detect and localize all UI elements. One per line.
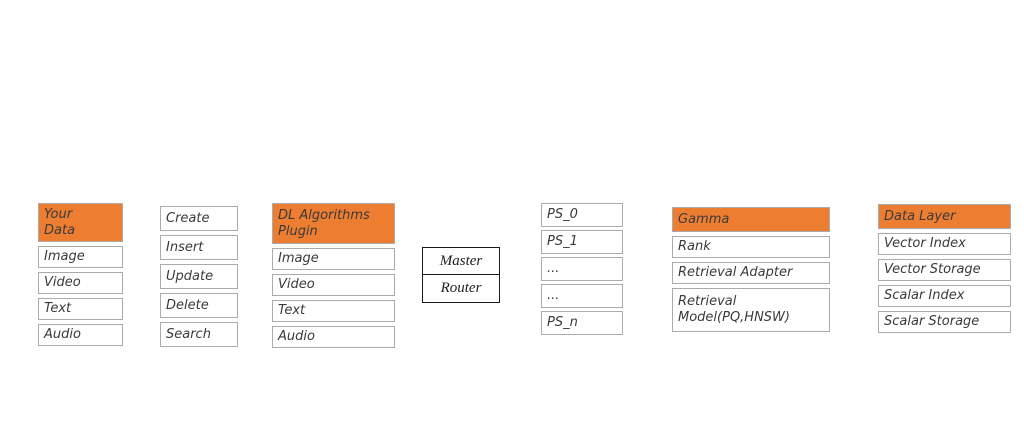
ps-row-0: PS_0	[541, 203, 623, 227]
your-data-header: Your Data	[38, 203, 123, 242]
gamma-row-retrieval-model: Retrieval Model(PQ,HNSW)	[672, 288, 830, 332]
dl-plugin-row-text: Text	[272, 300, 395, 322]
your-data-row-text: Text	[38, 298, 123, 320]
crud-row-insert: Insert	[160, 235, 238, 260]
dl-plugin-row-image: Image	[272, 248, 395, 270]
your-data-table: Your Data Image Video Text Audio	[38, 203, 123, 346]
dl-plugin-row-audio: Audio	[272, 326, 395, 348]
crud-row-search: Search	[160, 322, 238, 347]
gamma-row-rank: Rank	[672, 236, 830, 258]
data-layer-row-vector-index: Vector Index	[878, 233, 1011, 255]
ps-row-ellipsis-1: ...	[541, 257, 623, 281]
gamma-row-retrieval-adapter: Retrieval Adapter	[672, 262, 830, 284]
crud-row-delete: Delete	[160, 293, 238, 318]
dl-algorithms-plugin-table: DL Algorithms Plugin Image Video Text Au…	[272, 203, 395, 348]
master-row: Master	[423, 248, 499, 275]
gamma-header: Gamma	[672, 207, 830, 232]
router-row: Router	[440, 280, 482, 296]
your-data-row-image: Image	[38, 246, 123, 268]
crud-operations-table: Create Insert Update Delete Search	[160, 206, 238, 347]
ps-row-ellipsis-2: ...	[541, 284, 623, 308]
data-layer-row-scalar-index: Scalar Index	[878, 285, 1011, 307]
parameter-servers-table: PS_0 PS_1 ... ... PS_n	[541, 203, 623, 335]
data-layer-header: Data Layer	[878, 204, 1011, 229]
dl-plugin-header: DL Algorithms Plugin	[272, 203, 395, 244]
gamma-table: Gamma Rank Retrieval Adapter Retrieval M…	[672, 207, 830, 332]
crud-row-create: Create	[160, 206, 238, 231]
data-layer-row-scalar-storage: Scalar Storage	[878, 311, 1011, 333]
ps-row-1: PS_1	[541, 230, 623, 254]
data-layer-row-vector-storage: Vector Storage	[878, 259, 1011, 281]
your-data-row-video: Video	[38, 272, 123, 294]
ps-row-n: PS_n	[541, 311, 623, 335]
data-layer-table: Data Layer Vector Index Vector Storage S…	[878, 204, 1011, 333]
your-data-row-audio: Audio	[38, 324, 123, 346]
crud-row-update: Update	[160, 264, 238, 289]
master-router-box: Master Router	[422, 247, 500, 303]
dl-plugin-row-video: Video	[272, 274, 395, 296]
